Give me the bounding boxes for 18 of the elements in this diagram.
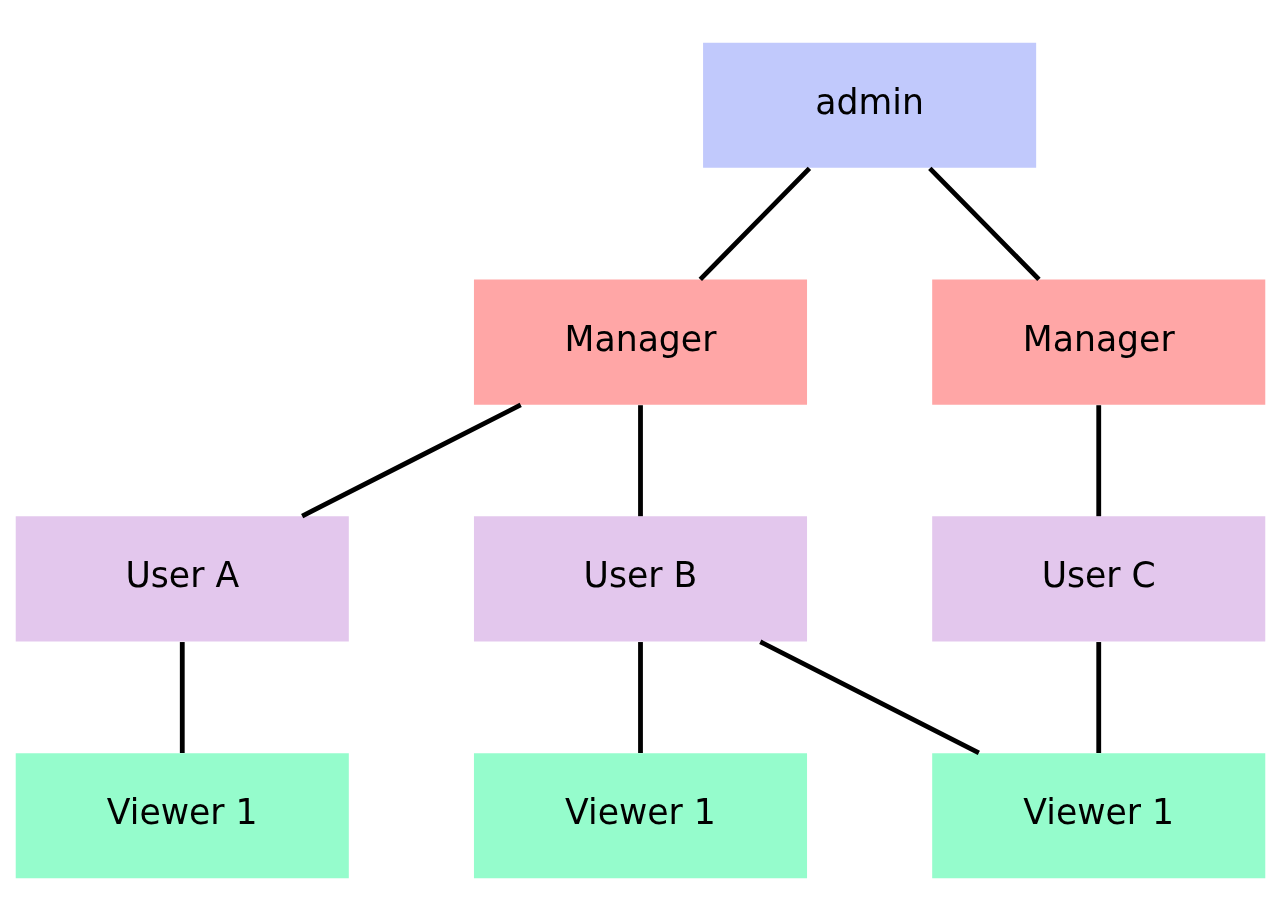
connector: [179, 641, 185, 753]
connector: [638, 404, 643, 516]
connector: [698, 166, 812, 281]
node-box: Viewer 1: [473, 752, 808, 878]
node-box: User B: [473, 515, 808, 641]
connector: [928, 166, 1041, 281]
node-box: User C: [932, 515, 1266, 641]
connector: [1096, 404, 1102, 516]
connector: [759, 639, 980, 755]
node-box: admin: [703, 42, 1037, 168]
node-box: Manager: [473, 279, 808, 405]
node-box: User A: [15, 515, 349, 641]
node-box: Manager: [932, 279, 1266, 405]
node-box: Viewer 1: [932, 752, 1266, 878]
connector: [1096, 641, 1102, 753]
connector: [301, 402, 522, 518]
connector: [638, 641, 643, 753]
node-box: Viewer 1: [15, 752, 349, 878]
